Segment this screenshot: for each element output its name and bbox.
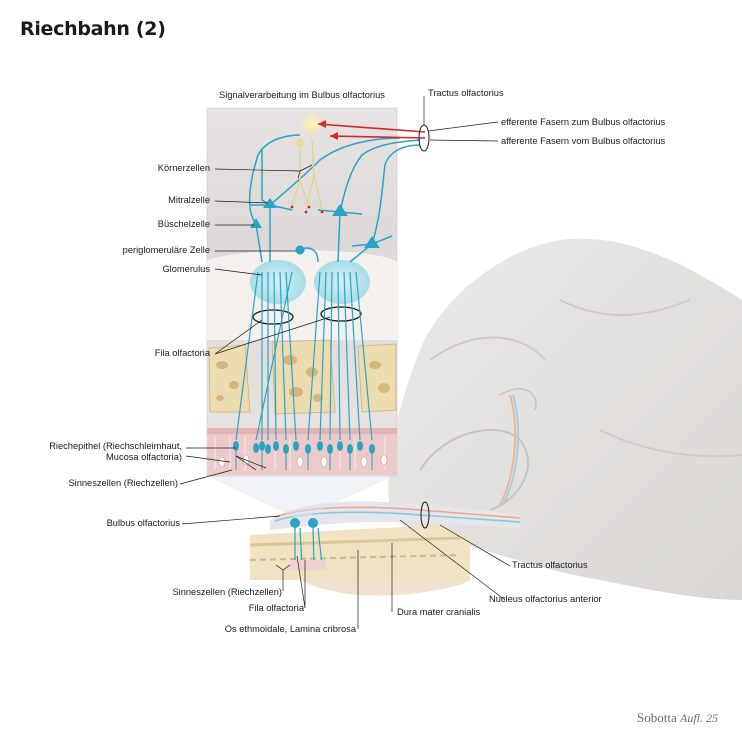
credit-edition: Aufl. 25 — [680, 711, 718, 725]
label-os-ethmoidale: Os ethmoidale, Lamina cribrosa — [224, 624, 356, 634]
bueschelzelle-soma — [250, 218, 262, 228]
inset-caption: Signalverarbeitung im Bulbus olfactorius — [219, 90, 385, 100]
label-sinneszellen-top: Sinneszellen (Riechzellen) — [68, 478, 178, 488]
leader-lines — [179, 164, 511, 629]
label-nucleus-olfactorius: Nucleus olfactorius anterior — [489, 594, 602, 604]
glomerulus-left — [250, 260, 306, 304]
label-efferente-fasern: efferente Fasern zum Bulbus olfactorius — [501, 117, 666, 127]
label-dura-mater: Dura mater cranialis — [397, 607, 481, 617]
label-koernerzellen: Körnerzellen — [157, 163, 210, 173]
label-tractus-olfactorius-top: Tractus olfactorius — [428, 88, 504, 98]
skull-base-section — [249, 501, 521, 596]
label-bueschelzelle: Büschelzelle — [157, 219, 210, 229]
label-glomerulus: Glomerulus — [162, 264, 210, 274]
label-fila-olfactoria-bottom: Fila olfactoria — [248, 603, 304, 613]
sinneszellen-cells — [233, 441, 375, 454]
olfactory-axons — [235, 271, 373, 441]
mitralzelle-soma — [263, 198, 277, 208]
label-fila-olfactoria-top: Fila olfactoria — [154, 348, 210, 358]
label-periglomerulaere-zelle: periglomeruläre Zelle — [122, 245, 210, 255]
periglomerulaere-zelle-soma — [295, 245, 305, 255]
brain-background — [388, 238, 742, 600]
label-tractus-olfactorius-bottom: Tractus olfactorius — [512, 560, 588, 570]
label-bulbus-olfactorius: Bulbus olfactorius — [106, 518, 180, 528]
bulbus-mini-neurons — [290, 518, 326, 570]
label-riechepithel-2: Mucosa olfactoria) — [106, 452, 182, 462]
koernerzellen — [291, 139, 323, 211]
label-riechepithel-1: Riechepithel (Riechschleimhaut, — [49, 441, 182, 451]
page-title: Riechbahn (2) — [20, 18, 166, 40]
riechepithel-layer — [207, 428, 397, 475]
label-mitralzelle: Mitralzelle — [168, 195, 210, 205]
glomerulus-right — [314, 260, 370, 304]
publisher-credit: Sobotta Aufl. 25 — [637, 710, 718, 726]
credit-publisher: Sobotta — [637, 710, 677, 725]
label-sinneszellen-bottom: Sinneszellen (Riechzellen) — [172, 587, 282, 597]
efferent-fibers — [317, 123, 426, 139]
magnification-cone — [205, 475, 395, 520]
inset-panel — [206, 107, 426, 477]
label-afferente-fasern: afferente Fasern vom Bulbus olfactorius — [501, 136, 666, 146]
